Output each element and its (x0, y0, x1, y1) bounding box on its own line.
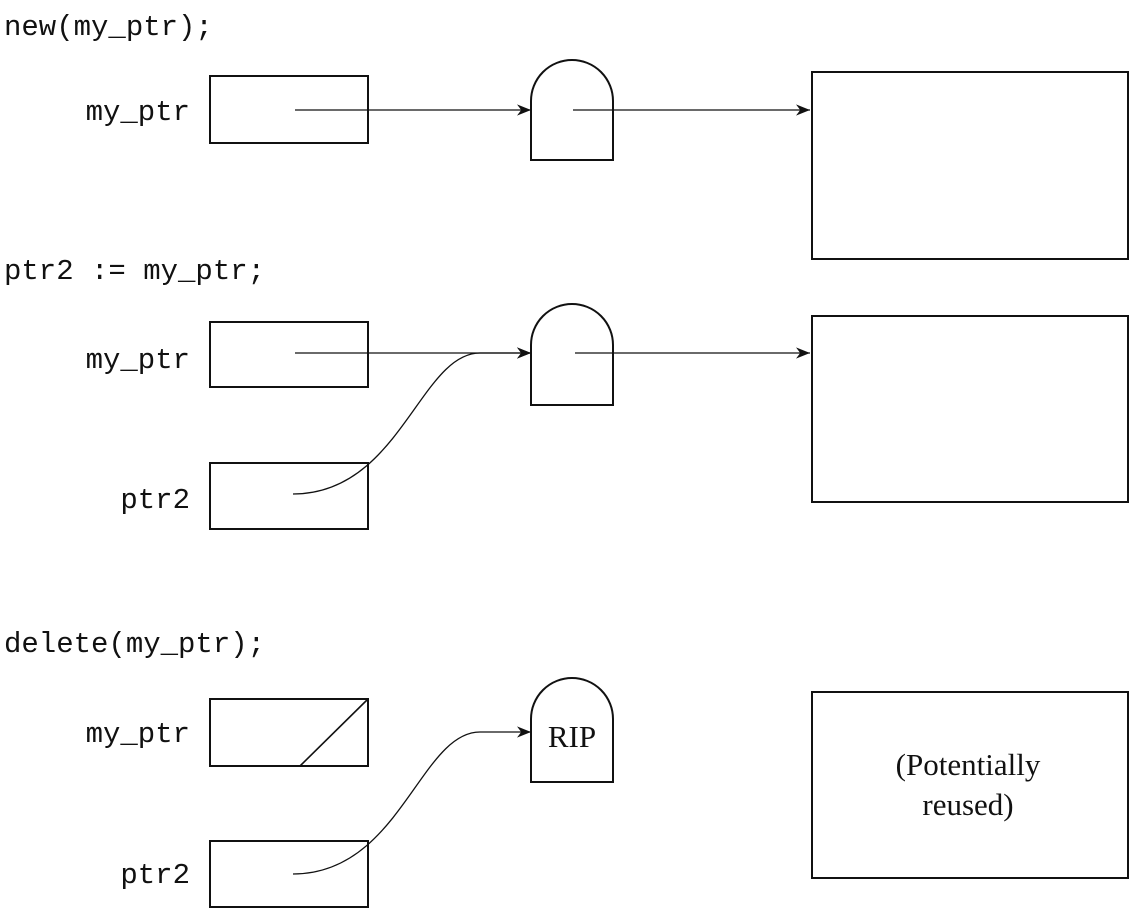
section-delete: delete(my_ptr); my_ptr ptr2 RIP (Potenti… (4, 628, 1129, 908)
arrow-ptr2-to-tombstone (292, 347, 531, 495)
tombstone-rip (530, 677, 614, 783)
tombstone-label: RIP (548, 719, 596, 754)
object-text-line-1: (Potentially (896, 747, 1041, 782)
heap-object-reused (811, 691, 1129, 879)
pointer-box-ptr2 (209, 462, 369, 530)
pointer-box-my-ptr-null (209, 698, 369, 767)
section-new: new(my_ptr); my_ptr (4, 11, 1129, 260)
pointer-label-my-ptr: my_ptr (86, 718, 190, 751)
heap-object (811, 315, 1129, 503)
pointer-label-my-ptr: my_ptr (86, 344, 190, 377)
section-assign: ptr2 := my_ptr; my_ptr ptr2 (4, 255, 1129, 530)
pointer-label-my-ptr: my_ptr (86, 96, 190, 129)
heap-object (811, 71, 1129, 260)
statement-assign: ptr2 := my_ptr; (4, 255, 265, 288)
tombstone (530, 59, 614, 161)
pointer-label-ptr2: ptr2 (120, 859, 190, 892)
tombstone (530, 303, 614, 406)
statement-delete: delete(my_ptr); (4, 628, 265, 661)
object-text-line-2: reused) (922, 787, 1013, 822)
pointer-label-ptr2: ptr2 (120, 484, 190, 517)
pointer-box-my-ptr (209, 321, 369, 388)
arrow-ptr2-to-tombstone (292, 726, 531, 875)
null-slash (299, 698, 369, 767)
pointer-box-ptr2 (209, 840, 369, 908)
statement-new: new(my_ptr); (4, 11, 213, 44)
